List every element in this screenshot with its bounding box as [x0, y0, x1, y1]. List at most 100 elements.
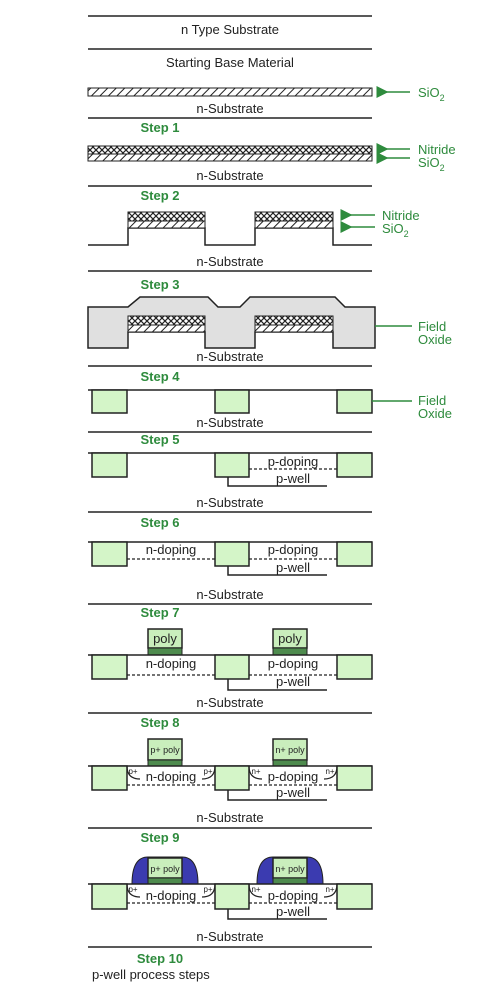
p-well-label: p-well	[276, 471, 310, 486]
field-oxide-block	[214, 765, 250, 791]
n-plus-label: n+	[325, 767, 334, 776]
field-oxide-layer	[87, 296, 376, 349]
nitride-block	[254, 315, 334, 326]
sio2-annotation: SiO2	[382, 221, 409, 239]
starting-material-section: n Type Substrate Starting Base Material	[88, 15, 372, 70]
field-oxide-block	[214, 883, 250, 910]
substrate-title: n Type Substrate	[181, 22, 279, 37]
field-oxide-annotation-line1: Field	[418, 393, 446, 408]
figure-caption: p-well process steps	[92, 967, 210, 982]
p-doping-label: p-doping	[268, 542, 319, 557]
n-plus-label: n+	[325, 885, 334, 894]
field-oxide-block	[91, 541, 128, 567]
step-1-section: n-Substrate SiO2 Step 1	[87, 85, 445, 135]
p-plus-label: p+	[128, 767, 137, 776]
nitride-block	[254, 211, 334, 222]
step-label: Step 6	[140, 515, 179, 530]
field-oxide-annotation-line1: Field	[418, 319, 446, 334]
field-oxide-annotation-line2: Oxide	[418, 406, 452, 421]
n-substrate-label: n-Substrate	[196, 495, 263, 510]
n-substrate-label: n-Substrate	[196, 695, 263, 710]
step-2-section: n-Substrate Nitride SiO2 Step 2	[87, 142, 456, 203]
field-oxide-block	[91, 452, 128, 478]
gate-oxide	[147, 647, 183, 656]
step-6-section: p-doping p-well n-Substrate Step 6	[88, 452, 373, 530]
step-5-section: n-Substrate Field Oxide Step 5	[88, 389, 452, 447]
gate-oxide	[272, 877, 308, 885]
nitride-annotation: Nitride	[418, 142, 456, 157]
p-plus-label: p+	[128, 885, 137, 894]
p-doping-label: p-doping	[268, 454, 319, 469]
step-4-section: n-Substrate Field Oxide Step 4	[87, 296, 452, 384]
field-oxide-block	[214, 389, 250, 414]
p-plus-poly-label: p+ poly	[150, 745, 180, 755]
n-doping-label: n-doping	[146, 542, 197, 557]
n-plus-poly-label: n+ poly	[275, 745, 305, 755]
field-oxide-block	[91, 389, 128, 414]
step-7-section: n-doping p-doping p-well n-Substrate Ste…	[88, 541, 373, 620]
p-plus-label: p+	[203, 767, 212, 776]
field-oxide-block	[336, 541, 373, 567]
p-doping-label: p-doping	[268, 769, 319, 784]
gate-oxide	[272, 759, 308, 767]
field-oxide-block	[336, 452, 373, 478]
gate-oxide	[147, 759, 183, 767]
p-doping-label: p-doping	[268, 656, 319, 671]
field-oxide-block	[91, 654, 128, 680]
p-doping-label: p-doping	[268, 888, 319, 903]
step-label: Step 10	[137, 951, 183, 966]
sio2-annotation: SiO2	[418, 85, 445, 103]
step-label: Step 3	[140, 277, 179, 292]
n-substrate-label: n-Substrate	[196, 929, 263, 944]
field-oxide-block	[336, 654, 373, 680]
step-label: Step 9	[140, 830, 179, 845]
n-plus-label: n+	[251, 885, 260, 894]
n-plus-poly-label: n+ poly	[275, 864, 305, 874]
step-3-section: n-Substrate Nitride SiO2 Step 3	[88, 208, 420, 292]
sio2-block	[127, 324, 206, 333]
n-doping-label: n-doping	[146, 656, 197, 671]
field-oxide-block	[214, 541, 250, 567]
step-label: Step 8	[140, 715, 179, 730]
p-well-label: p-well	[276, 904, 310, 919]
step-9-section: p+ poly n+ poly p+ p+ n+ n+ n-doping p-d…	[88, 738, 373, 845]
field-oxide-block	[214, 654, 250, 680]
nitride-block	[127, 211, 206, 222]
field-oxide-block	[336, 389, 373, 414]
n-substrate-label: n-Substrate	[196, 254, 263, 269]
field-oxide-block	[336, 765, 373, 791]
field-oxide-block	[91, 883, 128, 910]
field-oxide-annotation-line2: Oxide	[418, 332, 452, 347]
n-substrate-label: n-Substrate	[196, 349, 263, 364]
poly-label: poly	[153, 631, 177, 646]
step-10-section: p+ poly n+ poly p+ p+ n+ n+ n-doping p-d…	[88, 856, 373, 966]
n-substrate-label: n-Substrate	[196, 810, 263, 825]
n-doping-label: n-doping	[146, 769, 197, 784]
step-label: Step 1	[140, 120, 179, 135]
step-8-section: poly poly n-doping p-doping p-well n-Sub…	[88, 628, 373, 730]
n-substrate-label: n-Substrate	[196, 101, 263, 116]
poly-label: poly	[278, 631, 302, 646]
sio2-block	[127, 220, 206, 229]
p-well-label: p-well	[276, 785, 310, 800]
n-substrate-label: n-Substrate	[196, 587, 263, 602]
p-well-label: p-well	[276, 674, 310, 689]
step-label: Step 2	[140, 188, 179, 203]
sio2-annotation: SiO2	[418, 155, 445, 173]
n-doping-label: n-doping	[146, 888, 197, 903]
p-plus-poly-label: p+ poly	[150, 864, 180, 874]
gate-oxide	[272, 647, 308, 656]
p-well-label: p-well	[276, 560, 310, 575]
sio2-layer	[87, 87, 373, 97]
n-substrate-label: n-Substrate	[196, 415, 263, 430]
field-oxide-block	[336, 883, 373, 910]
field-oxide-block	[214, 452, 250, 478]
step-label: Step 5	[140, 432, 179, 447]
step-label: Step 7	[140, 605, 179, 620]
field-oxide-block	[91, 765, 128, 791]
starting-material-label: Starting Base Material	[166, 55, 294, 70]
gate-oxide	[147, 877, 183, 885]
nitride-layer	[87, 145, 373, 155]
p-plus-label: p+	[203, 885, 212, 894]
